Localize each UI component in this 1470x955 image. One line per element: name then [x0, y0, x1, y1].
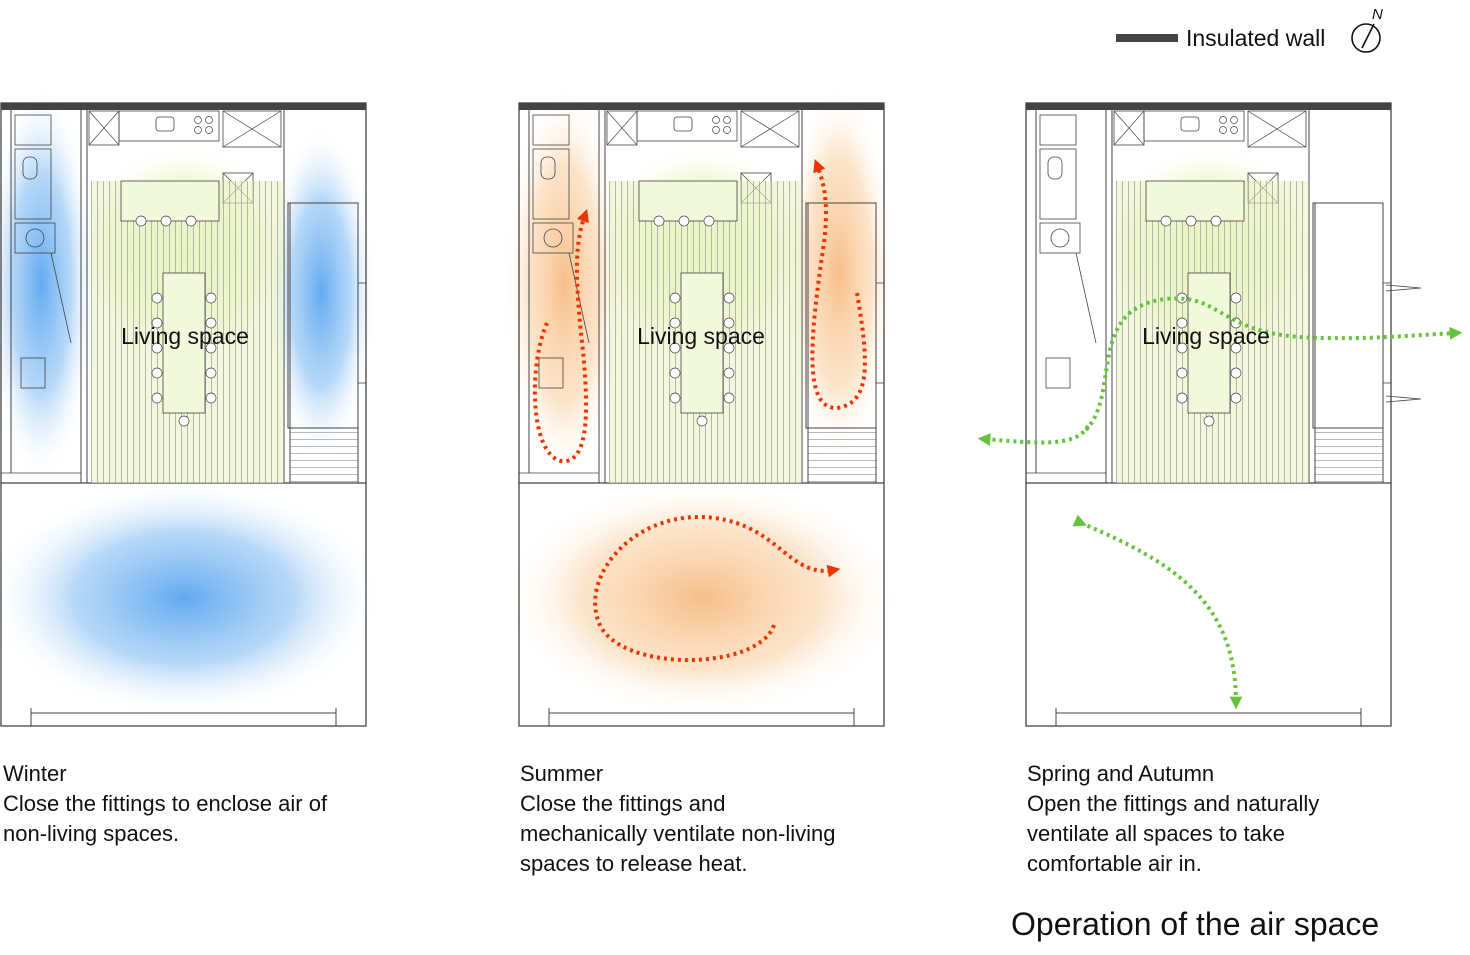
caption-line: mechanically ventilate non-living [520, 821, 836, 846]
caption-line: comfortable air in. [1027, 851, 1202, 876]
room-label-living-space: Living space [637, 323, 765, 349]
caption-spring-autumn: Spring and Autumn Open the fittings and … [1027, 759, 1319, 879]
airflow-arrow-bottom [593, 514, 841, 662]
panel-summer: Living space [502, 83, 902, 727]
caption-line: spaces to release heat. [520, 851, 748, 876]
room-label-living-space: Living space [1142, 323, 1270, 349]
caption-line: Close the fittings and [520, 791, 726, 816]
caption-line: Open the fittings and naturally [1027, 791, 1320, 816]
season-label: Winter [3, 761, 67, 786]
caption-summer: Summer Close the fittings and mechanical… [520, 759, 836, 879]
legend: Insulated wall [1116, 22, 1325, 54]
panel-winter: Living space [0, 83, 384, 727]
caption-line: ventilate all spaces to take [1027, 821, 1286, 846]
caption-winter: Winter Close the fittings to enclose air… [3, 759, 327, 849]
airflow-arrow-south [1072, 514, 1243, 710]
north-label: N [1372, 6, 1383, 23]
legend-label: Insulated wall [1186, 24, 1326, 51]
room-label-living-space: Living space [121, 323, 249, 349]
north-arrow-icon: N [1351, 6, 1383, 53]
airflow-arrow-left [532, 208, 589, 464]
season-label: Spring and Autumn [1027, 761, 1215, 786]
airflow-arrow-right [810, 159, 867, 411]
caption-line: non-living spaces. [3, 821, 180, 846]
airflow-arrow-east [1084, 296, 1463, 432]
season-label: Summer [520, 761, 604, 786]
airflow-arrow-west [977, 424, 1090, 446]
caption-line: Close the fittings to enclose air of [3, 791, 328, 816]
diagram-title: Operation of the air space [1011, 906, 1380, 942]
insulated-wall-swatch [1116, 34, 1178, 42]
panel-spring-autumn: Living space [977, 102, 1463, 727]
